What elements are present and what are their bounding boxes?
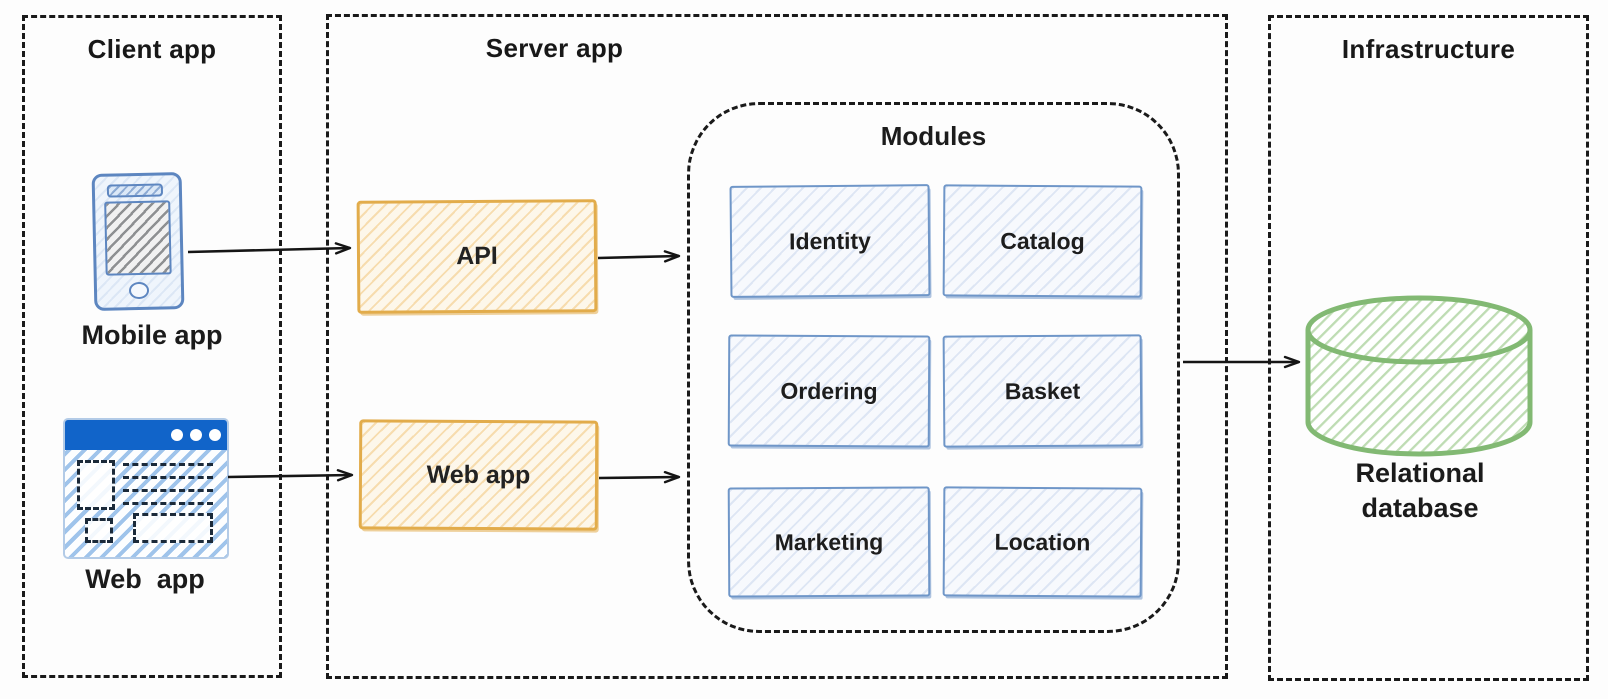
database-label: Relational database bbox=[1308, 456, 1532, 526]
web-app-label: Web app bbox=[85, 564, 205, 594]
webapp-box: Web app bbox=[358, 419, 599, 531]
browser-dot-icon bbox=[171, 429, 183, 441]
modules-container: Modules bbox=[687, 102, 1180, 633]
phone-screen bbox=[104, 200, 172, 276]
infrastructure-panel: Infrastructure bbox=[1268, 15, 1589, 681]
browser-text-line bbox=[123, 463, 213, 466]
module-label: Basket bbox=[1004, 377, 1081, 404]
module-identity: Identity bbox=[729, 184, 931, 298]
server-app-panel: Server app bbox=[326, 14, 1228, 679]
module-ordering: Ordering bbox=[727, 334, 931, 448]
infrastructure-title: Infrastructure bbox=[1341, 34, 1516, 64]
module-location: Location bbox=[942, 486, 1143, 598]
modules-title: Modules bbox=[880, 121, 987, 151]
module-label: Identity bbox=[788, 227, 871, 254]
browser-text-line bbox=[123, 502, 213, 505]
webapp-box-label: Web app bbox=[426, 460, 531, 489]
api-box-label: API bbox=[456, 241, 498, 271]
browser-titlebar bbox=[65, 420, 227, 450]
module-marketing: Marketing bbox=[727, 486, 931, 598]
module-label: Location bbox=[994, 528, 1091, 555]
browser-window-icon bbox=[65, 420, 227, 557]
browser-dot-icon bbox=[209, 429, 221, 441]
server-app-title: Server app bbox=[485, 33, 624, 63]
database-label-line1: Relational bbox=[1355, 458, 1485, 488]
module-basket: Basket bbox=[942, 334, 1143, 448]
module-label: Marketing bbox=[774, 528, 884, 555]
module-label: Ordering bbox=[780, 377, 878, 404]
browser-text-line bbox=[123, 489, 213, 492]
module-label: Catalog bbox=[1000, 227, 1085, 254]
smartphone-icon bbox=[91, 172, 185, 311]
client-app-title: Client app bbox=[87, 34, 217, 64]
database-label-line2: database bbox=[1361, 493, 1479, 523]
mobile-app-label: Mobile app bbox=[81, 320, 223, 350]
api-box: API bbox=[356, 199, 598, 314]
browser-dot-icon bbox=[190, 429, 202, 441]
phone-home-button bbox=[128, 281, 150, 300]
phone-speaker bbox=[106, 183, 164, 198]
client-app-panel: Client app bbox=[22, 15, 282, 678]
browser-content-block bbox=[85, 518, 113, 543]
module-catalog: Catalog bbox=[942, 184, 1143, 298]
browser-text-line bbox=[123, 476, 213, 479]
browser-content-block bbox=[133, 513, 213, 543]
browser-content-block bbox=[77, 460, 115, 510]
